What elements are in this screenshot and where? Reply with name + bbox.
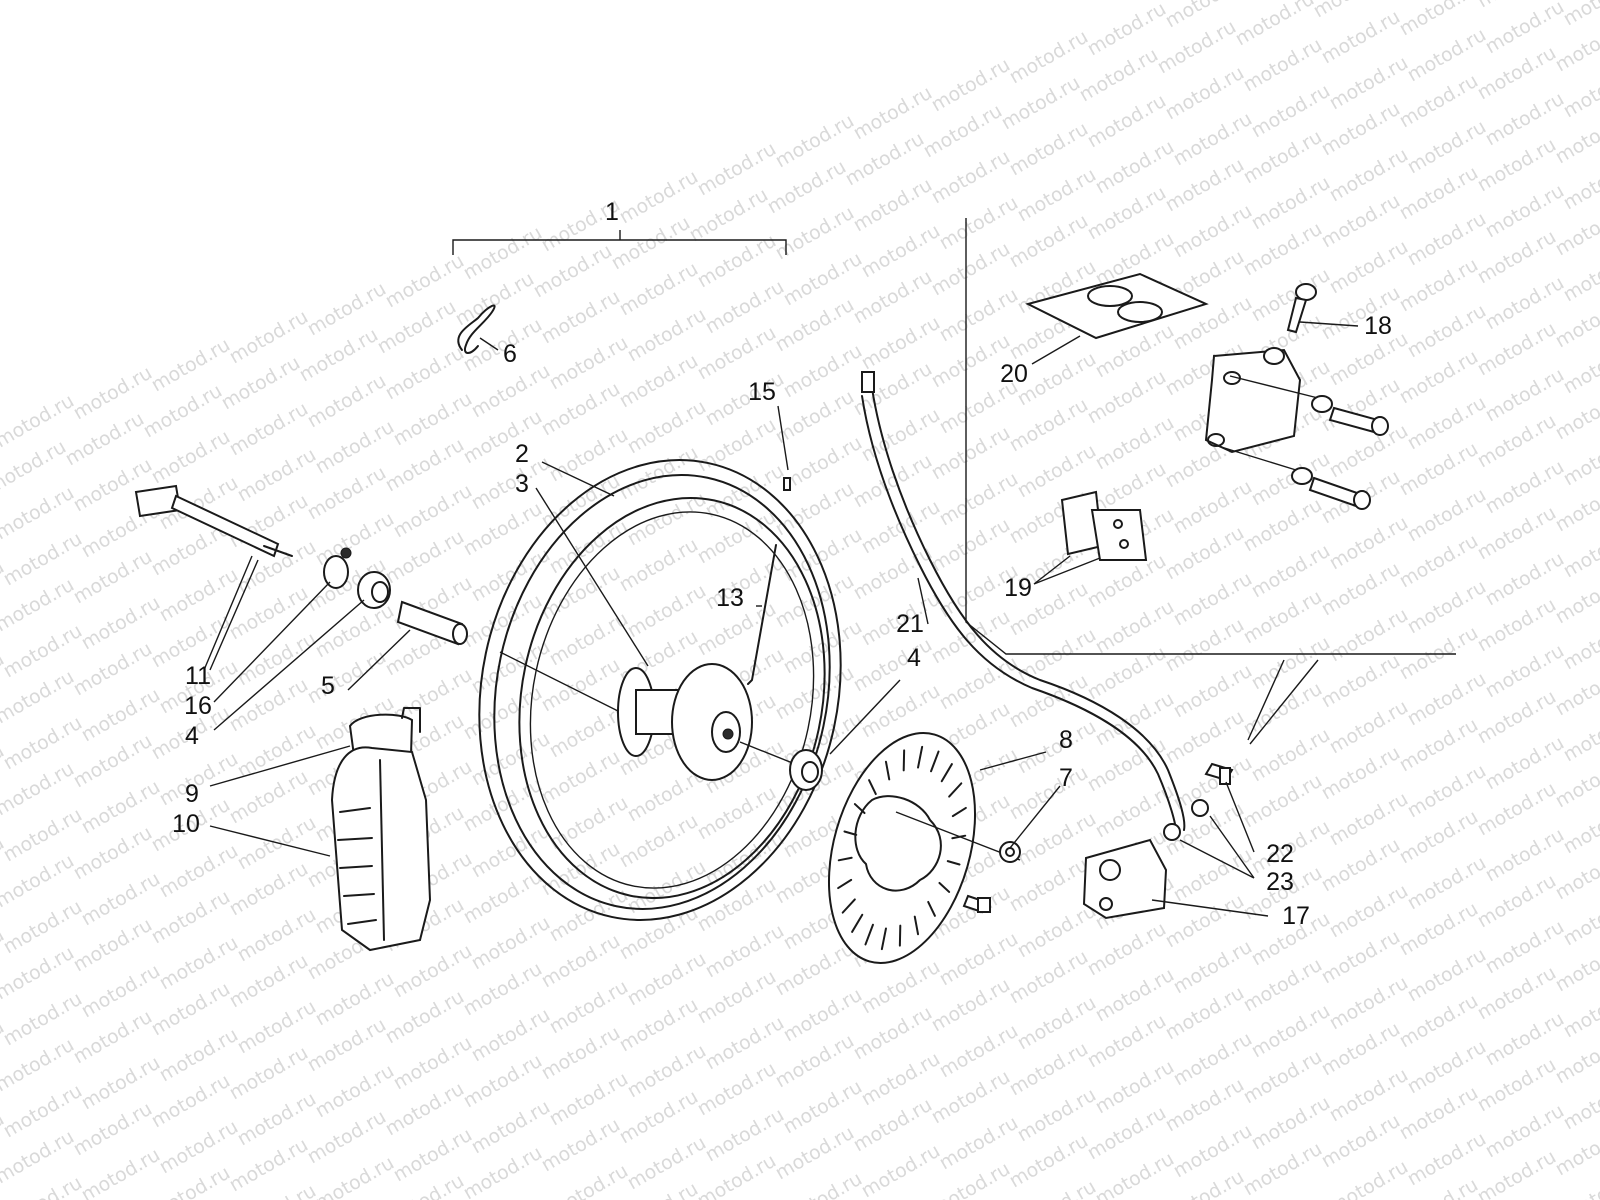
disc-slot	[841, 898, 856, 914]
bearing-left-part	[357, 571, 391, 609]
watermark-text: motod.ru	[304, 278, 390, 341]
wheel-rim-part	[478, 459, 842, 921]
spoke-part	[747, 544, 777, 685]
spacer-tube-part	[396, 600, 468, 646]
callout-11: 11	[185, 662, 211, 690]
spring-clip-part	[457, 304, 496, 354]
disc-slot	[946, 860, 961, 866]
watermark-text: motod.ru	[694, 138, 780, 201]
disc-slot	[868, 779, 877, 796]
washer-part	[999, 841, 1021, 863]
disc-slot	[843, 830, 858, 836]
callout-10: 10	[172, 810, 200, 838]
callout-21: 21	[896, 610, 924, 638]
copper-washers-part	[1163, 799, 1209, 841]
watermark-text: motod.ru	[1006, 26, 1092, 89]
callout-16: 16	[184, 692, 212, 720]
valve-part	[783, 477, 791, 491]
disc-slot	[948, 782, 963, 798]
disc-slot	[917, 745, 924, 769]
callout-3: 3	[515, 470, 529, 498]
callout-4-right: 4	[907, 644, 921, 672]
axle-part	[134, 484, 293, 558]
watermark-text: motod.ru	[772, 110, 858, 173]
callout-22: 22	[1266, 840, 1294, 868]
seal-kit-part	[1025, 272, 1209, 340]
watermark-text: motod.ru	[1560, 0, 1600, 30]
callout-13: 13	[716, 584, 744, 612]
disc-slot	[880, 927, 887, 951]
brake-disc-part	[827, 732, 1021, 964]
watermark-text: motod.ru	[226, 306, 312, 369]
callout-6: 6	[503, 340, 517, 368]
disc-slot	[837, 878, 853, 890]
callout-20: 20	[1000, 360, 1028, 388]
watermark-text: motod.ru	[70, 362, 156, 425]
bearing-right-part	[789, 749, 823, 791]
callout-1: 1	[605, 198, 619, 226]
callout-17: 17	[1282, 902, 1310, 930]
tyre-part	[330, 746, 432, 952]
callout-7: 7	[1059, 764, 1073, 792]
watermark-text: motod.ru	[148, 334, 234, 397]
disc-slot	[851, 913, 864, 933]
leader-lines	[203, 321, 1359, 917]
watermark-text: motod.ru	[460, 1142, 546, 1200]
kit-bracket	[452, 230, 787, 255]
detail-inset-frame	[965, 218, 1456, 745]
callout-23: 23	[1266, 868, 1294, 896]
disc-slot	[837, 856, 853, 862]
disc-slot	[927, 900, 936, 917]
disc-slot	[884, 760, 891, 781]
brake-caliper-part	[1082, 838, 1168, 920]
disc-slot	[864, 923, 874, 946]
inset-caliper-part	[1204, 347, 1319, 471]
watermark-text: motod.ru	[850, 82, 936, 145]
callout-15: 15	[748, 378, 776, 406]
disc-slot	[930, 750, 940, 773]
callout-18: 18	[1364, 312, 1392, 340]
watermark-text: motod.ru	[0, 390, 78, 453]
callout-8: 8	[1059, 726, 1073, 754]
callout-4-left: 4	[185, 722, 199, 750]
brake-pads-part	[1060, 490, 1148, 561]
disc-slot	[913, 915, 920, 936]
caliper-bolt-upper-part	[1311, 395, 1389, 436]
wheel-hub-part	[499, 651, 801, 781]
watermark-text: motod.ru	[460, 222, 546, 285]
disc-slot	[938, 881, 951, 893]
disc-slot	[951, 806, 967, 818]
callout-19: 19	[1004, 574, 1032, 602]
disc-slot	[940, 763, 953, 783]
callout-2: 2	[515, 440, 529, 468]
watermark-text: motod.ru	[1240, 1138, 1326, 1200]
spacer-ring-part	[323, 547, 352, 589]
watermark-text: motod.ru	[382, 250, 468, 313]
watermark-text: motod.ru	[616, 166, 702, 229]
watermark-text: motod.ru	[1482, 0, 1568, 58]
bleed-screw-part	[1286, 283, 1317, 334]
banjo-bolt-part	[1204, 762, 1234, 785]
watermark-text: motod.ru	[928, 54, 1014, 117]
brake-hose-part	[861, 371, 1186, 833]
callout-labels: 1 6 15 2 3 13 11 16 4 5 9 10 4 8 7 21 20…	[172, 198, 1392, 930]
callout-9: 9	[185, 780, 199, 808]
disc-bolt-part	[962, 894, 991, 914]
caliper-bolt-lower-part	[1291, 467, 1371, 510]
watermark-text: motod.ru	[1084, 0, 1170, 60]
disc-slots	[837, 745, 967, 951]
callout-5: 5	[321, 672, 335, 700]
disc-slot	[853, 803, 866, 815]
